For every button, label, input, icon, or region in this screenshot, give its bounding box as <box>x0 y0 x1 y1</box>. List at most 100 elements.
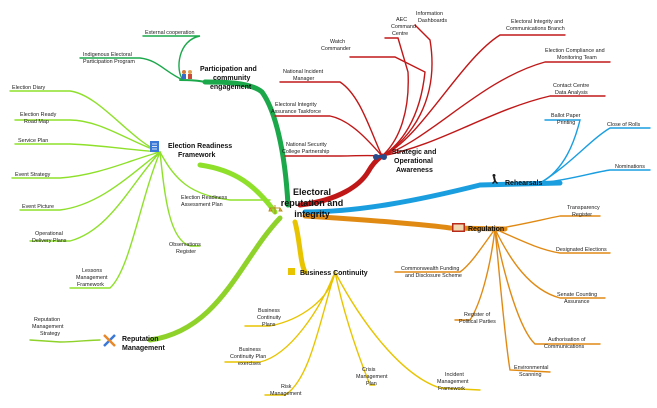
continuity-title: Business Continuity <box>300 270 368 277</box>
label-transparency-1[interactable]: Transparency <box>567 205 600 211</box>
label-env-1[interactable]: Environmental <box>514 365 548 371</box>
label-watch-1[interactable]: Watch <box>330 39 345 45</box>
central-topic[interactable]: Electoral reputation and integrity <box>268 187 344 219</box>
label-indigenous-1[interactable]: Indigenous Electoral <box>83 52 132 58</box>
label-auth-2[interactable]: Communications <box>544 344 584 350</box>
strategic-title-2: Operational <box>394 158 433 165</box>
label-contact-2[interactable]: Data Analysis <box>555 90 588 96</box>
readiness-title-2: Framework <box>178 152 215 159</box>
label-lmf-1[interactable]: Lessons <box>82 268 102 274</box>
people-icon <box>182 70 192 79</box>
reputation-title-2: Management <box>122 345 165 352</box>
label-roadmap-1[interactable]: Election Ready <box>20 112 57 118</box>
label-bcpe-1[interactable]: Business <box>239 347 261 353</box>
label-env-2[interactable]: Scanning <box>519 372 541 378</box>
label-rms-3[interactable]: Strategy <box>40 331 60 337</box>
label-lmf-2[interactable]: Management <box>76 275 108 281</box>
label-aec-1[interactable]: AEC <box>396 17 407 23</box>
topic-rehearsals[interactable]: Rehearsals <box>492 174 542 187</box>
label-bcpe-2[interactable]: Continuity Plan <box>230 354 266 360</box>
label-ecmt-1[interactable]: Election Compliance and <box>545 48 605 54</box>
label-imf-3[interactable]: Framework <box>438 386 465 392</box>
label-close-rolls[interactable]: Close of Rolls <box>607 122 641 128</box>
label-crisis-3[interactable]: Plan <box>366 381 377 387</box>
label-eiat-2[interactable]: Assurance Taskforce <box>271 109 321 115</box>
label-event-picture[interactable]: Event Picture <box>22 204 54 210</box>
topic-continuity[interactable]: Business Continuity <box>288 268 368 277</box>
topic-participation[interactable]: Participation and community engagement <box>182 66 257 91</box>
label-cfds-2[interactable]: and Disclosure Scheme <box>405 273 462 279</box>
topic-reputation[interactable]: Reputation Management <box>103 334 165 352</box>
topic-readiness[interactable]: Election Readiness Framework <box>150 141 232 159</box>
label-risk-1[interactable]: Risk <box>281 384 292 390</box>
label-rms-2[interactable]: Management <box>32 324 64 330</box>
label-erap-2[interactable]: Assessment Plan <box>181 202 223 208</box>
label-aec-2[interactable]: Command <box>391 24 416 30</box>
label-cfds-1[interactable]: Commonwealth Funding <box>401 266 459 272</box>
label-watch-2[interactable]: Commander <box>321 46 351 52</box>
branch-readiness <box>9 90 278 289</box>
branch-rehearsals <box>302 119 651 215</box>
label-obs-1[interactable]: Observations <box>169 242 201 248</box>
label-nim-1[interactable]: National Incident <box>283 69 324 75</box>
topic-regulation[interactable]: Regulation <box>452 223 504 233</box>
label-rpp-1[interactable]: Register of <box>464 312 491 318</box>
label-nscp-2[interactable]: College Partnership <box>282 149 329 155</box>
branch-regulation <box>302 213 611 373</box>
label-aec-3[interactable]: Centre <box>392 31 408 37</box>
label-event-strategy[interactable]: Event Strategy <box>15 172 51 178</box>
label-erap-1[interactable]: Election Readiness <box>181 195 227 201</box>
label-auth-1[interactable]: Authorisation of <box>548 337 586 343</box>
label-contact-1[interactable]: Contact Centre <box>553 83 589 89</box>
label-bcp-2[interactable]: Continuity <box>257 315 281 321</box>
label-ballot-2[interactable]: Printing <box>557 120 575 126</box>
participation-title-2: community <box>213 75 250 82</box>
label-service-plan[interactable]: Service Plan <box>18 138 48 144</box>
label-nim-2[interactable]: Manager <box>293 76 314 82</box>
regulation-title: Regulation <box>468 226 504 233</box>
pencil-icon <box>103 334 116 347</box>
label-crisis-1[interactable]: Crisis <box>362 367 376 373</box>
label-odp-2[interactable]: Delivery Plans <box>32 238 67 244</box>
book-icon <box>452 223 465 232</box>
label-lmf-3[interactable]: Framework <box>77 282 104 288</box>
label-crisis-2[interactable]: Management <box>356 374 388 380</box>
central-topic-line-2: reputation and <box>281 198 344 208</box>
label-bcp-3[interactable]: Plans <box>262 322 276 328</box>
label-external-cooperation[interactable]: External cooperation <box>145 30 194 36</box>
runner-icon <box>492 174 498 184</box>
label-imf-1[interactable]: Incident <box>445 372 464 378</box>
label-dashboards-2[interactable]: Dashboards <box>418 18 447 24</box>
label-eicb-2[interactable]: Communications Branch <box>506 26 565 32</box>
binoculars-icon <box>373 154 387 160</box>
label-eiat-1[interactable]: Electoral Integrity <box>275 102 317 108</box>
reputation-title-1: Reputation <box>122 336 159 343</box>
label-election-diary[interactable]: Election Diary <box>12 85 46 91</box>
label-rpp-2[interactable]: Political Parties <box>459 319 496 325</box>
label-odp-1[interactable]: Operational <box>35 231 63 237</box>
label-senate-2[interactable]: Assurance <box>564 299 589 305</box>
label-ecmt-2[interactable]: Monitoring Team <box>557 55 597 61</box>
label-bcp-1[interactable]: Business <box>258 308 280 314</box>
label-transparency-2[interactable]: Register <box>572 212 592 218</box>
label-nominations[interactable]: Nominations <box>615 164 645 170</box>
label-ballot-1[interactable]: Ballot Paper <box>551 113 581 119</box>
label-senate-1[interactable]: Senate Counting <box>557 292 597 298</box>
label-risk-2[interactable]: Management <box>270 391 302 397</box>
topic-strategic[interactable]: Strategic and Operational Awareness <box>373 149 436 174</box>
branch-strategic <box>274 24 611 208</box>
label-nscp-1[interactable]: National Security <box>286 142 327 148</box>
strategic-title-1: Strategic and <box>392 149 436 156</box>
label-indigenous-2[interactable]: Participation Program <box>83 59 135 65</box>
label-roadmap-2[interactable]: Road Map <box>24 119 49 125</box>
label-dashboards-1[interactable]: Information <box>416 11 443 17</box>
label-eicb-1[interactable]: Electoral Integrity and <box>511 19 563 25</box>
document-icon <box>150 141 159 152</box>
label-rms-1[interactable]: Reputation <box>34 317 60 323</box>
label-imf-2[interactable]: Management <box>437 379 469 385</box>
label-bcpe-3[interactable]: exercises <box>238 361 261 367</box>
label-obs-2[interactable]: Register <box>176 249 196 255</box>
label-designated[interactable]: Designated Elections <box>556 247 607 253</box>
